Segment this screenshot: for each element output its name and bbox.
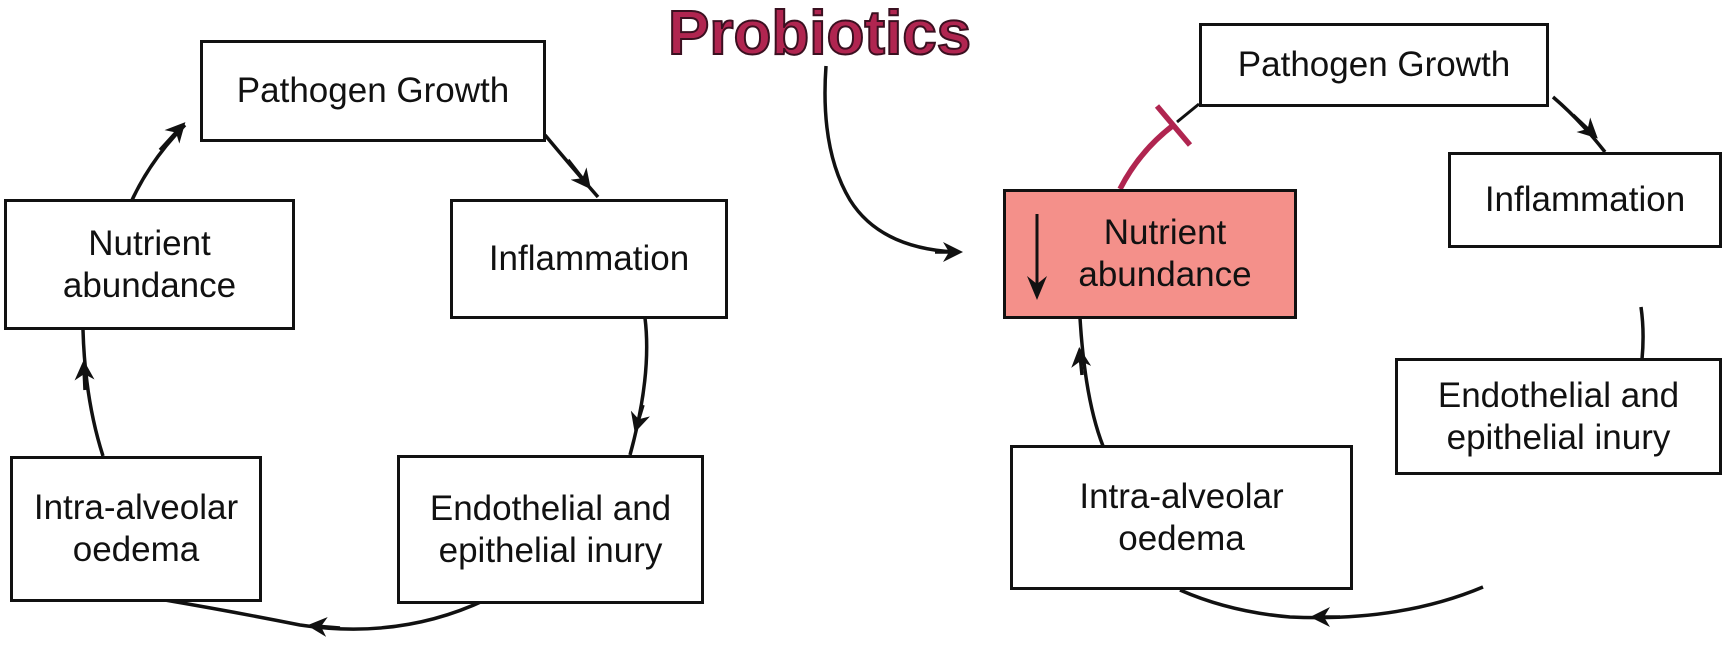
edge-right-pathogen-inflammation [1551, 95, 1607, 154]
node-label-line2: abundance [1078, 255, 1252, 294]
node-right-inflammation: Inflammation [1448, 152, 1722, 248]
node-label-line1: Intra-alveolar [33, 488, 239, 527]
node-label-line2: epithelial inury [438, 530, 663, 570]
edge-right-pathogen-inflammation-head [1571, 113, 1598, 139]
node-left-nutrient-abundance: Nutrient abundance [4, 199, 295, 330]
node-left-pathogen-growth: Pathogen Growth [200, 40, 546, 142]
edge-left-inflammation-injury-head [630, 404, 651, 433]
edge-right-nutrient-pathogen-inhibit [1117, 121, 1177, 191]
edge-probiotics-nutrient [823, 65, 956, 254]
node-label: Inflammation [488, 239, 690, 278]
edge-left-pathogen-inflammation-head [566, 158, 591, 190]
inhibit-bar-icon [1154, 104, 1193, 147]
node-left-intra-alveolar-oedema: Intra-alveolar oedema [10, 456, 262, 602]
node-label-line1: Nutrient [1103, 213, 1227, 252]
node-left-endothelial-injury: Endothelial and epithelial inury [397, 455, 704, 604]
node-label-line1: Nutrient [88, 223, 211, 263]
edge-left-injury-oedema [164, 598, 486, 631]
edge-left-inflammation-injury [628, 317, 649, 456]
node-label: Pathogen Growth [236, 71, 510, 110]
decrease-arrow-icon [1027, 214, 1047, 300]
node-label-line1: Intra-alveolar [1079, 476, 1284, 516]
node-right-intra-alveolar-oedema: Intra-alveolar oedema [1010, 445, 1353, 590]
node-label-line1: Endothelial and [429, 488, 672, 528]
node-label: Inflammation [1484, 180, 1686, 219]
node-label-line2: abundance [62, 265, 237, 305]
node-label-line2: oedema [1118, 518, 1245, 558]
edge-left-nutrient-pathogen-head [158, 122, 186, 152]
node-left-inflammation: Inflammation [450, 199, 728, 319]
node-label-line2: oedema [72, 530, 200, 569]
node-right-pathogen-growth: Pathogen Growth [1199, 23, 1549, 107]
edge-right-oedema-nutrient [1078, 317, 1105, 447]
node-label-line2: epithelial inury [1446, 417, 1671, 457]
edge-left-oedema-nutrient [81, 329, 105, 457]
edge-left-injury-oedema-head [307, 616, 341, 637]
edge-right-oedema-nutrient-head [1071, 347, 1092, 376]
node-label-line1: Endothelial and [1437, 375, 1680, 415]
node-label: Pathogen Growth [1237, 45, 1511, 84]
probiotics-title: Probiotics [667, 0, 972, 69]
edge-right-injury-oedema [1179, 585, 1484, 620]
node-right-nutrient-abundance: Nutrient abundance [1003, 189, 1297, 319]
edge-left-oedema-nutrient-head [74, 360, 95, 391]
edge-right-nutrient-pathogen-stub [1176, 102, 1200, 124]
node-right-endothelial-injury: Endothelial and epithelial inury [1395, 358, 1722, 475]
